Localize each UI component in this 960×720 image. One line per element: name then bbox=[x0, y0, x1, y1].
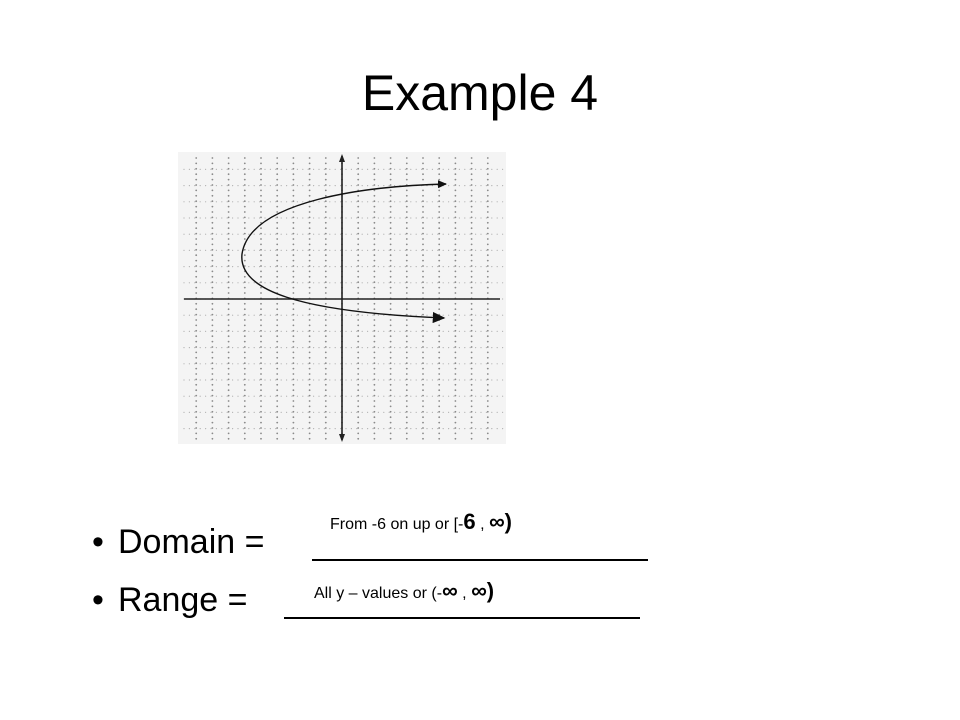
domain-answer-separator: , bbox=[475, 516, 489, 533]
range-answer-separator: , bbox=[457, 585, 472, 602]
range-answer-close: ) bbox=[486, 578, 495, 603]
domain-answer-upper: ∞ bbox=[488, 509, 505, 534]
domain-label: Domain = bbox=[118, 523, 265, 561]
bullet-range: • Range = bbox=[92, 578, 248, 622]
bullet-domain: • Domain = bbox=[92, 520, 264, 564]
bullet-icon: • bbox=[92, 523, 104, 561]
range-answer-upper: ∞ bbox=[471, 578, 487, 603]
range-blank bbox=[284, 617, 640, 619]
domain-answer-text: From -6 on up or [- bbox=[330, 516, 464, 533]
range-answer: All y – values or (-∞ , ∞) bbox=[314, 580, 494, 605]
range-answer-lower: ∞ bbox=[442, 578, 458, 603]
domain-answer-close: ) bbox=[504, 509, 512, 534]
slide-title: Example 4 bbox=[361, 65, 599, 121]
y-axis-arrow-up bbox=[339, 154, 345, 162]
coordinate-grid bbox=[178, 152, 506, 444]
bullet-icon: • bbox=[92, 581, 104, 619]
domain-answer: From -6 on up or [-6 , ∞) bbox=[330, 511, 512, 536]
y-axis-arrow-down bbox=[339, 434, 345, 442]
range-answer-text: All y – values or (- bbox=[314, 585, 443, 602]
graph-figure bbox=[178, 152, 506, 444]
grid-dots bbox=[183, 157, 504, 440]
parabola-curve bbox=[241, 183, 447, 324]
domain-blank bbox=[312, 559, 648, 561]
range-label: Range = bbox=[118, 581, 248, 619]
domain-answer-lower: 6 bbox=[463, 509, 476, 534]
